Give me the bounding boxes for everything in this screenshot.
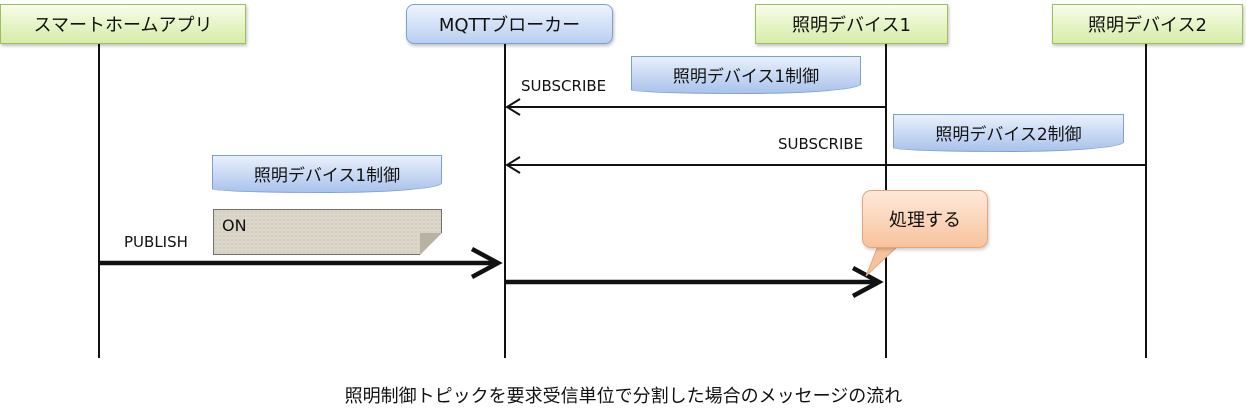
publish-payload: ON: [213, 209, 442, 255]
subscribe1-topic: 照明デバイス1制御: [631, 56, 861, 94]
forward-arrow: [505, 266, 884, 298]
page-fold-icon: [420, 233, 442, 255]
subscribe2-arrow: [505, 156, 1146, 174]
subscribe2-label: SUBSCRIBE: [778, 135, 864, 153]
publish-arrow: [99, 247, 503, 279]
process-callout: 処理する: [862, 190, 988, 248]
publish-label: PUBLISH: [124, 233, 188, 251]
diagram-caption: 照明制御トピックを要求受信単位で分割した場合のメッセージの流れ: [344, 386, 903, 407]
callout-tail: [865, 245, 900, 277]
actor-mqtt-broker: MQTTブローカー: [406, 4, 613, 44]
actor-smart-home-app: スマートホームアプリ: [0, 4, 246, 44]
actor-light-device-2: 照明デバイス2: [1052, 4, 1243, 44]
publish-topic: 照明デバイス1制御: [212, 155, 442, 193]
actor-light-device-1: 照明デバイス1: [755, 4, 948, 44]
subscribe1-arrow: [505, 98, 886, 116]
subscribe2-topic: 照明デバイス2制御: [893, 114, 1124, 152]
payload-text: ON: [222, 216, 247, 235]
subscribe1-label: SUBSCRIBE: [521, 77, 607, 95]
